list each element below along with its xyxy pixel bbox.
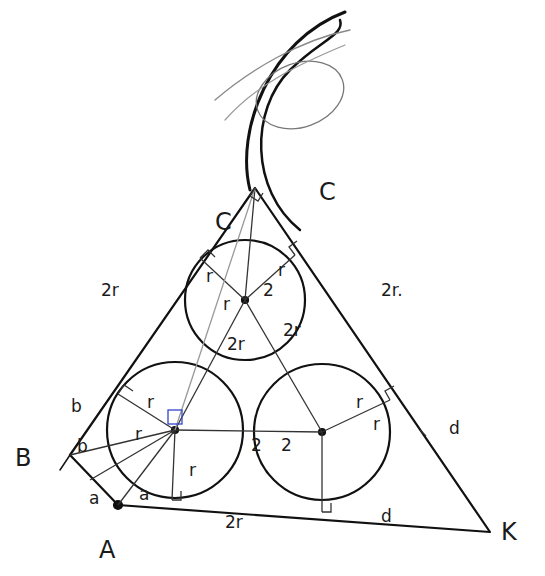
sketch-label: b [70, 398, 83, 415]
sketch-label: 2r [224, 514, 244, 531]
sketch-label: d [380, 508, 393, 525]
sketch-label: r [205, 268, 214, 285]
sketch-label: B [14, 446, 32, 470]
sketch-label: C [214, 210, 233, 234]
sketch-label: r [146, 394, 155, 411]
sketch-label: r [277, 262, 286, 279]
sketch-label: b [76, 438, 89, 455]
sketch-label: 2r [100, 282, 120, 299]
sketch-label: 2 [280, 437, 293, 454]
sketch-label: r [188, 462, 197, 479]
sketch-label: 2r [226, 336, 246, 353]
sketch-label: r [134, 426, 143, 443]
sketch-label: a [88, 490, 100, 507]
sketch-label: 2r [282, 322, 302, 339]
sketch-label: r [355, 394, 364, 411]
sketch-label: C [318, 180, 337, 204]
sketch-label: a [138, 486, 150, 503]
sketch-label: 2 [250, 437, 263, 454]
sketch-label: r [372, 416, 381, 433]
sketch-label: A [98, 538, 116, 562]
sketch-label: d [448, 420, 461, 437]
sketch-label: 2 [262, 282, 275, 299]
sketch-label: r [222, 296, 231, 313]
sketch-label: K [500, 520, 518, 544]
sketch-label: 2r. [380, 282, 404, 299]
